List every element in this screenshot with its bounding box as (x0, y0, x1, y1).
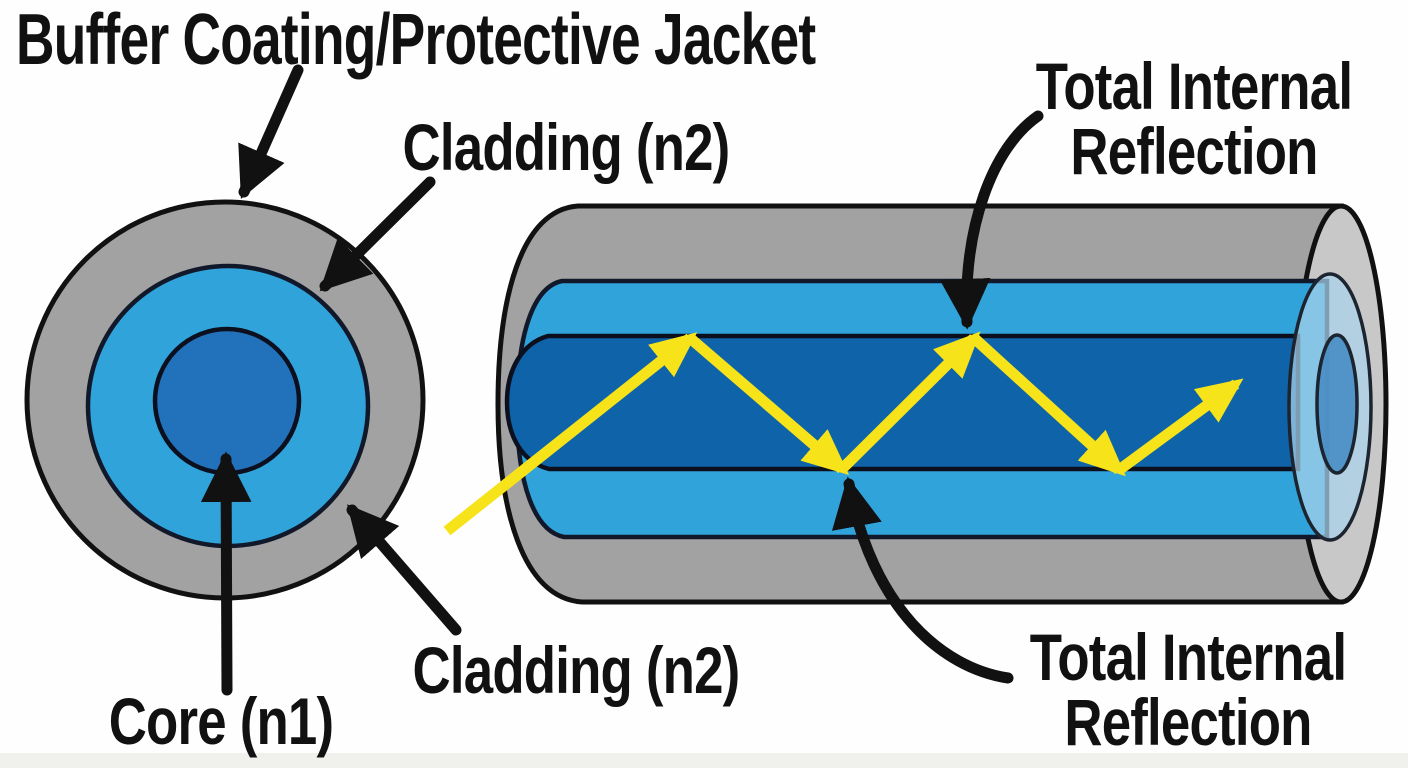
fiber-side-view (443, 203, 1389, 605)
bottom-artifact-strip (0, 753, 1408, 768)
tir-label-top: Total Internal Reflection (1035, 49, 1353, 188)
buffer-jacket-label: Buffer Coating/Protective Jacket (16, 0, 816, 80)
core-label: Core (n1) (108, 684, 334, 758)
cladding-label-top: Cladding (n2) (402, 110, 731, 184)
cladding-bottom-arrow (346, 504, 462, 636)
core-arrow (200, 451, 252, 696)
annotation-arrows (200, 64, 1044, 696)
end-cap-core (1315, 333, 1359, 475)
light-ray-segment-4 (970, 333, 1126, 477)
core-circle (152, 326, 302, 476)
tir-bottom-arrow (831, 476, 1014, 684)
tir-label-bottom-line2: Reflection (1064, 685, 1312, 759)
tir-label-top-line2: Reflection (1070, 114, 1318, 188)
buffer-jacket-arrow (238, 64, 304, 199)
light-ray-segment-5 (1115, 378, 1244, 475)
tir-label-bottom: Total Internal Reflection (1029, 620, 1347, 759)
tir-top-arrow (939, 110, 1044, 330)
light-ray (443, 331, 1244, 536)
light-ray-segment-1 (443, 332, 698, 536)
tir-label-top-line1: Total Internal (1035, 49, 1353, 123)
cladding-top-arrow (319, 176, 436, 292)
light-ray-segment-3 (838, 331, 981, 473)
cladding-label-bottom: Cladding (n2) (412, 633, 741, 707)
tir-label-bottom-line1: Total Internal (1029, 620, 1347, 694)
light-ray-segment-2 (686, 333, 849, 476)
fiber-cross-section (24, 199, 426, 601)
